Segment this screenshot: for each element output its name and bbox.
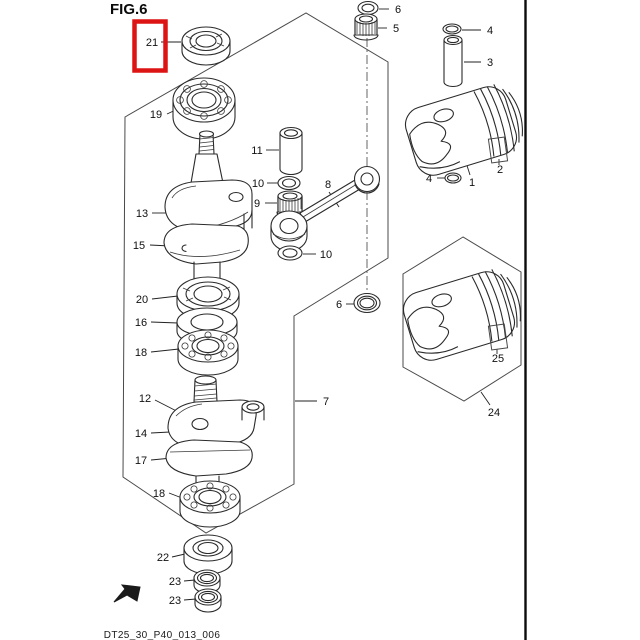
part-label-16: 16 [135,317,147,329]
part-label-24: 24 [488,407,500,419]
part-label-23a: 23 [169,576,181,588]
part-9-needle-bearing [276,190,304,219]
part-label-17: 17 [135,455,147,467]
piston-assembly-outline [402,236,522,402]
part-label-2: 2 [497,164,503,176]
part-6-washer-middle [353,292,381,314]
part-label-13: 13 [136,208,148,220]
part-label-6a: 6 [395,4,401,16]
part-label-22: 22 [157,552,169,564]
part-5-needle-bearing [353,13,379,41]
part-1-piston [400,78,531,181]
part-label-14: 14 [135,428,147,440]
part-23-seal-upper [193,569,221,594]
figure-title: FIG.6 [110,1,148,18]
fwd-arrow-icon [113,584,141,603]
part-labels: 21 19 13 15 20 16 18 12 14 17 18 22 23 2… [133,4,504,607]
part-label-18b: 18 [153,488,165,500]
part-label-10b: 10 [320,249,332,261]
part-label-7: 7 [323,396,329,408]
part-22-oil-seal [183,534,233,575]
part-label-18a: 18 [135,347,147,359]
part-10-washer-upper [277,175,301,191]
figure-code: DT25_30_P40_013_006 [104,630,221,640]
highlight-box [132,19,168,73]
part-label-4a: 4 [487,25,493,37]
part-18-ball-bearing-upper [177,329,239,376]
part-6-washer-top [357,0,379,16]
part-label-8: 8 [325,179,331,191]
part-label-3: 3 [487,57,493,69]
part-label-19: 19 [150,109,162,121]
part-11-piston-pin [279,126,303,176]
part-24-piston [398,263,529,366]
part-label-21: 21 [146,37,158,49]
part-label-4b: 4 [426,173,432,185]
part-label-10a: 10 [252,178,264,190]
part-label-6b: 6 [336,299,342,311]
part-23-seal-lower [194,588,222,613]
part-8-connecting-rod [270,165,381,252]
part-3-piston-pin [443,34,463,88]
part-label-9: 9 [254,198,260,210]
part-label-15: 15 [133,240,145,252]
part-label-23b: 23 [169,595,181,607]
crankshaft-assembly-outline [122,12,389,534]
part-label-11: 11 [251,145,262,157]
part-25-ring-set-callout [487,323,509,351]
part-label-20: 20 [136,294,148,306]
part-21-oil-seal [181,26,231,66]
part-4-circlip-top [442,23,462,35]
part-12-14-17-crankshaft-lower [165,375,265,496]
part-label-12: 12 [139,393,151,405]
part-10-washer-lower [277,245,303,261]
part-label-1: 1 [469,177,475,189]
part-18-ball-bearing-lower [179,480,241,528]
part-19-ball-bearing [172,77,236,140]
part-label-5: 5 [393,23,399,35]
part-4-circlip-bottom [444,172,462,184]
part-2-ring-set-callout [487,136,509,164]
part-13-15-crankshaft-upper [163,130,253,286]
part-label-25: 25 [492,353,504,365]
